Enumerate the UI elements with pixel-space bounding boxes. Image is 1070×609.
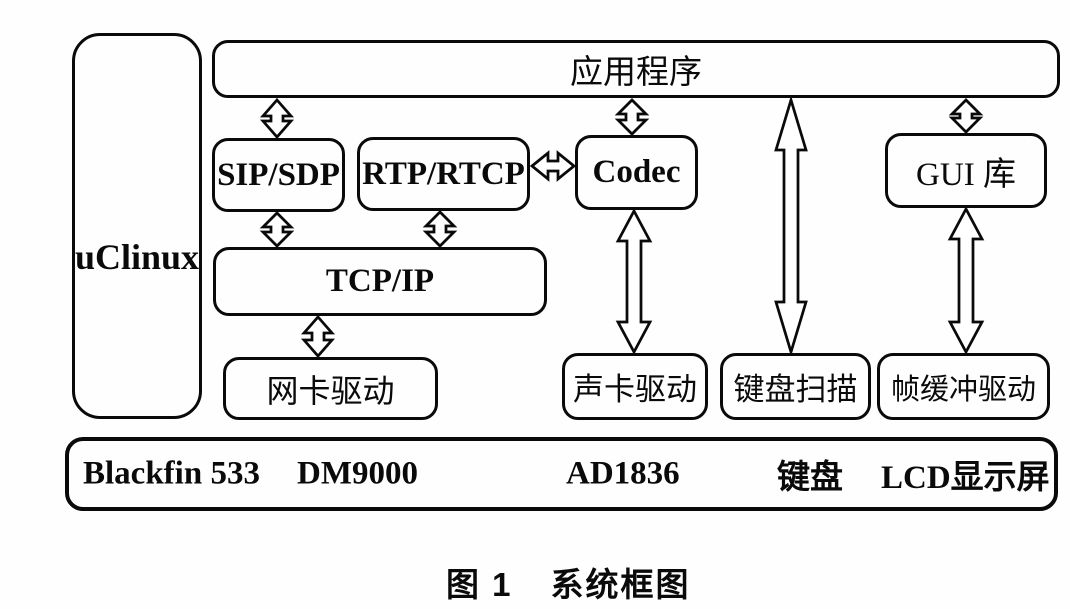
hardware-item-lcd-display: LCD显示屏 [881, 460, 1050, 496]
hardware-item-dm9000: DM9000 [297, 455, 418, 492]
block-keyboard-scan-label: 键盘扫描 [733, 372, 858, 407]
block-uclinux-label: uClinux [74, 237, 200, 277]
block-application-label: 应用程序 [570, 55, 702, 91]
hardware-item-ad1836: AD1836 [566, 455, 680, 492]
arrow-sipsdp-tcpip [259, 211, 295, 248]
block-sip-sdp-label: SIP/SDP [217, 156, 340, 193]
arrow-rtprtcp-codec [529, 150, 577, 182]
block-sip-sdp: SIP/SDP [212, 138, 345, 212]
block-network-driver: 网卡驱动 [223, 357, 438, 420]
hardware-item-blackfin-533: Blackfin 533 [83, 455, 260, 492]
figure-caption: 图 1 系统框图 [446, 558, 691, 606]
arrow-app-sipsdp [259, 97, 295, 140]
block-codec-label: Codec [592, 154, 681, 190]
block-application: 应用程序 [212, 40, 1060, 98]
arrow-app-codec [614, 98, 650, 136]
block-framebuffer-driver-label: 帧缓冲驱动 [890, 373, 1036, 406]
block-framebuffer-driver: 帧缓冲驱动 [877, 353, 1050, 420]
block-uclinux: uClinux [72, 33, 202, 419]
block-codec: Codec [575, 135, 698, 210]
block-network-driver-label: 网卡驱动 [266, 372, 395, 409]
block-hardware-layer: Blackfin 533 DM9000 AD1836 键盘 LCD显示屏 [65, 437, 1058, 511]
arrow-rtprtcp-tcpip [422, 210, 458, 248]
block-keyboard-scan: 键盘扫描 [720, 353, 871, 420]
block-sound-driver: 声卡驱动 [562, 353, 708, 420]
arrow-app-gui [948, 98, 984, 134]
figure-caption-title: 系统框图 [550, 566, 691, 603]
block-tcp-ip: TCP/IP [213, 247, 547, 316]
block-rtp-rtcp-label: RTP/RTCP [362, 155, 525, 192]
block-sound-driver-label: 声卡驱动 [573, 372, 697, 407]
arrow-tcpip-netdrv [300, 314, 336, 359]
arrow-gui-fbdrv [947, 206, 985, 355]
block-rtp-rtcp: RTP/RTCP [357, 137, 530, 211]
figure-caption-number: 图 1 [446, 566, 513, 603]
block-tcp-ip-label: TCP/IP [325, 263, 435, 299]
hardware-item-keyboard: 键盘 [777, 460, 843, 496]
arrow-app-keyscan [774, 95, 808, 357]
arrow-codec-sounddrv [615, 208, 653, 355]
block-gui-library-label: GUI 库 [916, 156, 1016, 193]
block-gui-library: GUI 库 [885, 133, 1047, 208]
